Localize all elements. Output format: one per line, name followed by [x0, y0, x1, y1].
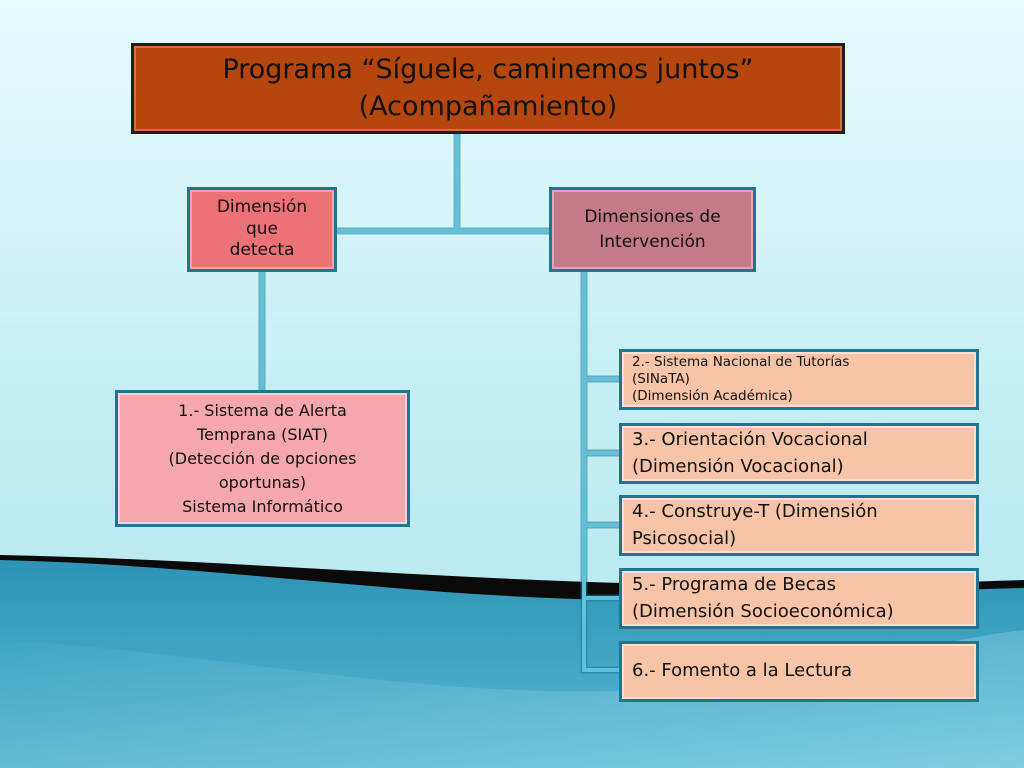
siat-line-4: oportunas): [218, 472, 307, 492]
item-5-line-2: (Dimensión Socioeconómica): [632, 600, 894, 622]
item-2-line-3: (Dimensión Académica): [632, 387, 793, 404]
item-2-line-1: 2.- Sistema Nacional de Tutorías: [632, 354, 850, 371]
intervention-item-tutorias: 2.- Sistema Nacional de Tutorías (SINaTA…: [619, 349, 979, 410]
intervention-item-becas: 5.- Programa de Becas (Dimensión Socioec…: [619, 568, 979, 629]
dimension-intervention-box: Dimensiones de Intervención: [549, 187, 756, 272]
item-3-line-1: 3.- Orientación Vocacional: [632, 429, 868, 451]
dimension-detect-line-2: que: [245, 218, 279, 239]
siat-line-2: Temprana (SIAT): [197, 424, 328, 444]
program-title-box: Programa “Síguele, caminemos juntos” (Ac…: [131, 43, 845, 134]
dimension-detect-line-3: detecta: [229, 240, 295, 261]
light-wave-highlight: [0, 630, 1024, 768]
siat-line-3: (Detección de opciones: [168, 448, 357, 468]
intervention-item-construye-t: 4.- Construye-T (Dimensión Psicosocial): [619, 495, 979, 556]
dimension-detect-line-1: Dimensión: [216, 196, 308, 217]
item-2-line-2: (SINaTA): [632, 371, 690, 388]
dimension-detect-box: Dimensión que detecta: [187, 187, 337, 272]
intervention-item-lectura: 6.- Fomento a la Lectura: [619, 641, 979, 702]
dimension-intervention-line-1: Dimensiones de: [584, 206, 721, 227]
item-4-line-1: 4.- Construye-T (Dimensión: [632, 501, 878, 523]
item-6-line-1: 6.- Fomento a la Lectura: [632, 660, 853, 682]
siat-line-5: Sistema Informático: [182, 496, 343, 516]
siat-line-1: 1.- Sistema de Alerta: [178, 400, 347, 420]
item-4-line-2: Psicosocial): [632, 527, 737, 549]
siat-box: 1.- Sistema de Alerta Temprana (SIAT) (D…: [115, 390, 410, 527]
dimension-intervention-line-2: Intervención: [599, 231, 706, 252]
intervention-item-orientacion: 3.- Orientación Vocacional (Dimensión Vo…: [619, 423, 979, 484]
program-title-line-2: (Acompañamiento): [358, 90, 618, 122]
item-5-line-1: 5.- Programa de Becas: [632, 574, 837, 596]
program-title-line-1: Programa “Síguele, caminemos juntos”: [222, 54, 754, 86]
item-3-line-2: (Dimensión Vocacional): [632, 455, 844, 477]
